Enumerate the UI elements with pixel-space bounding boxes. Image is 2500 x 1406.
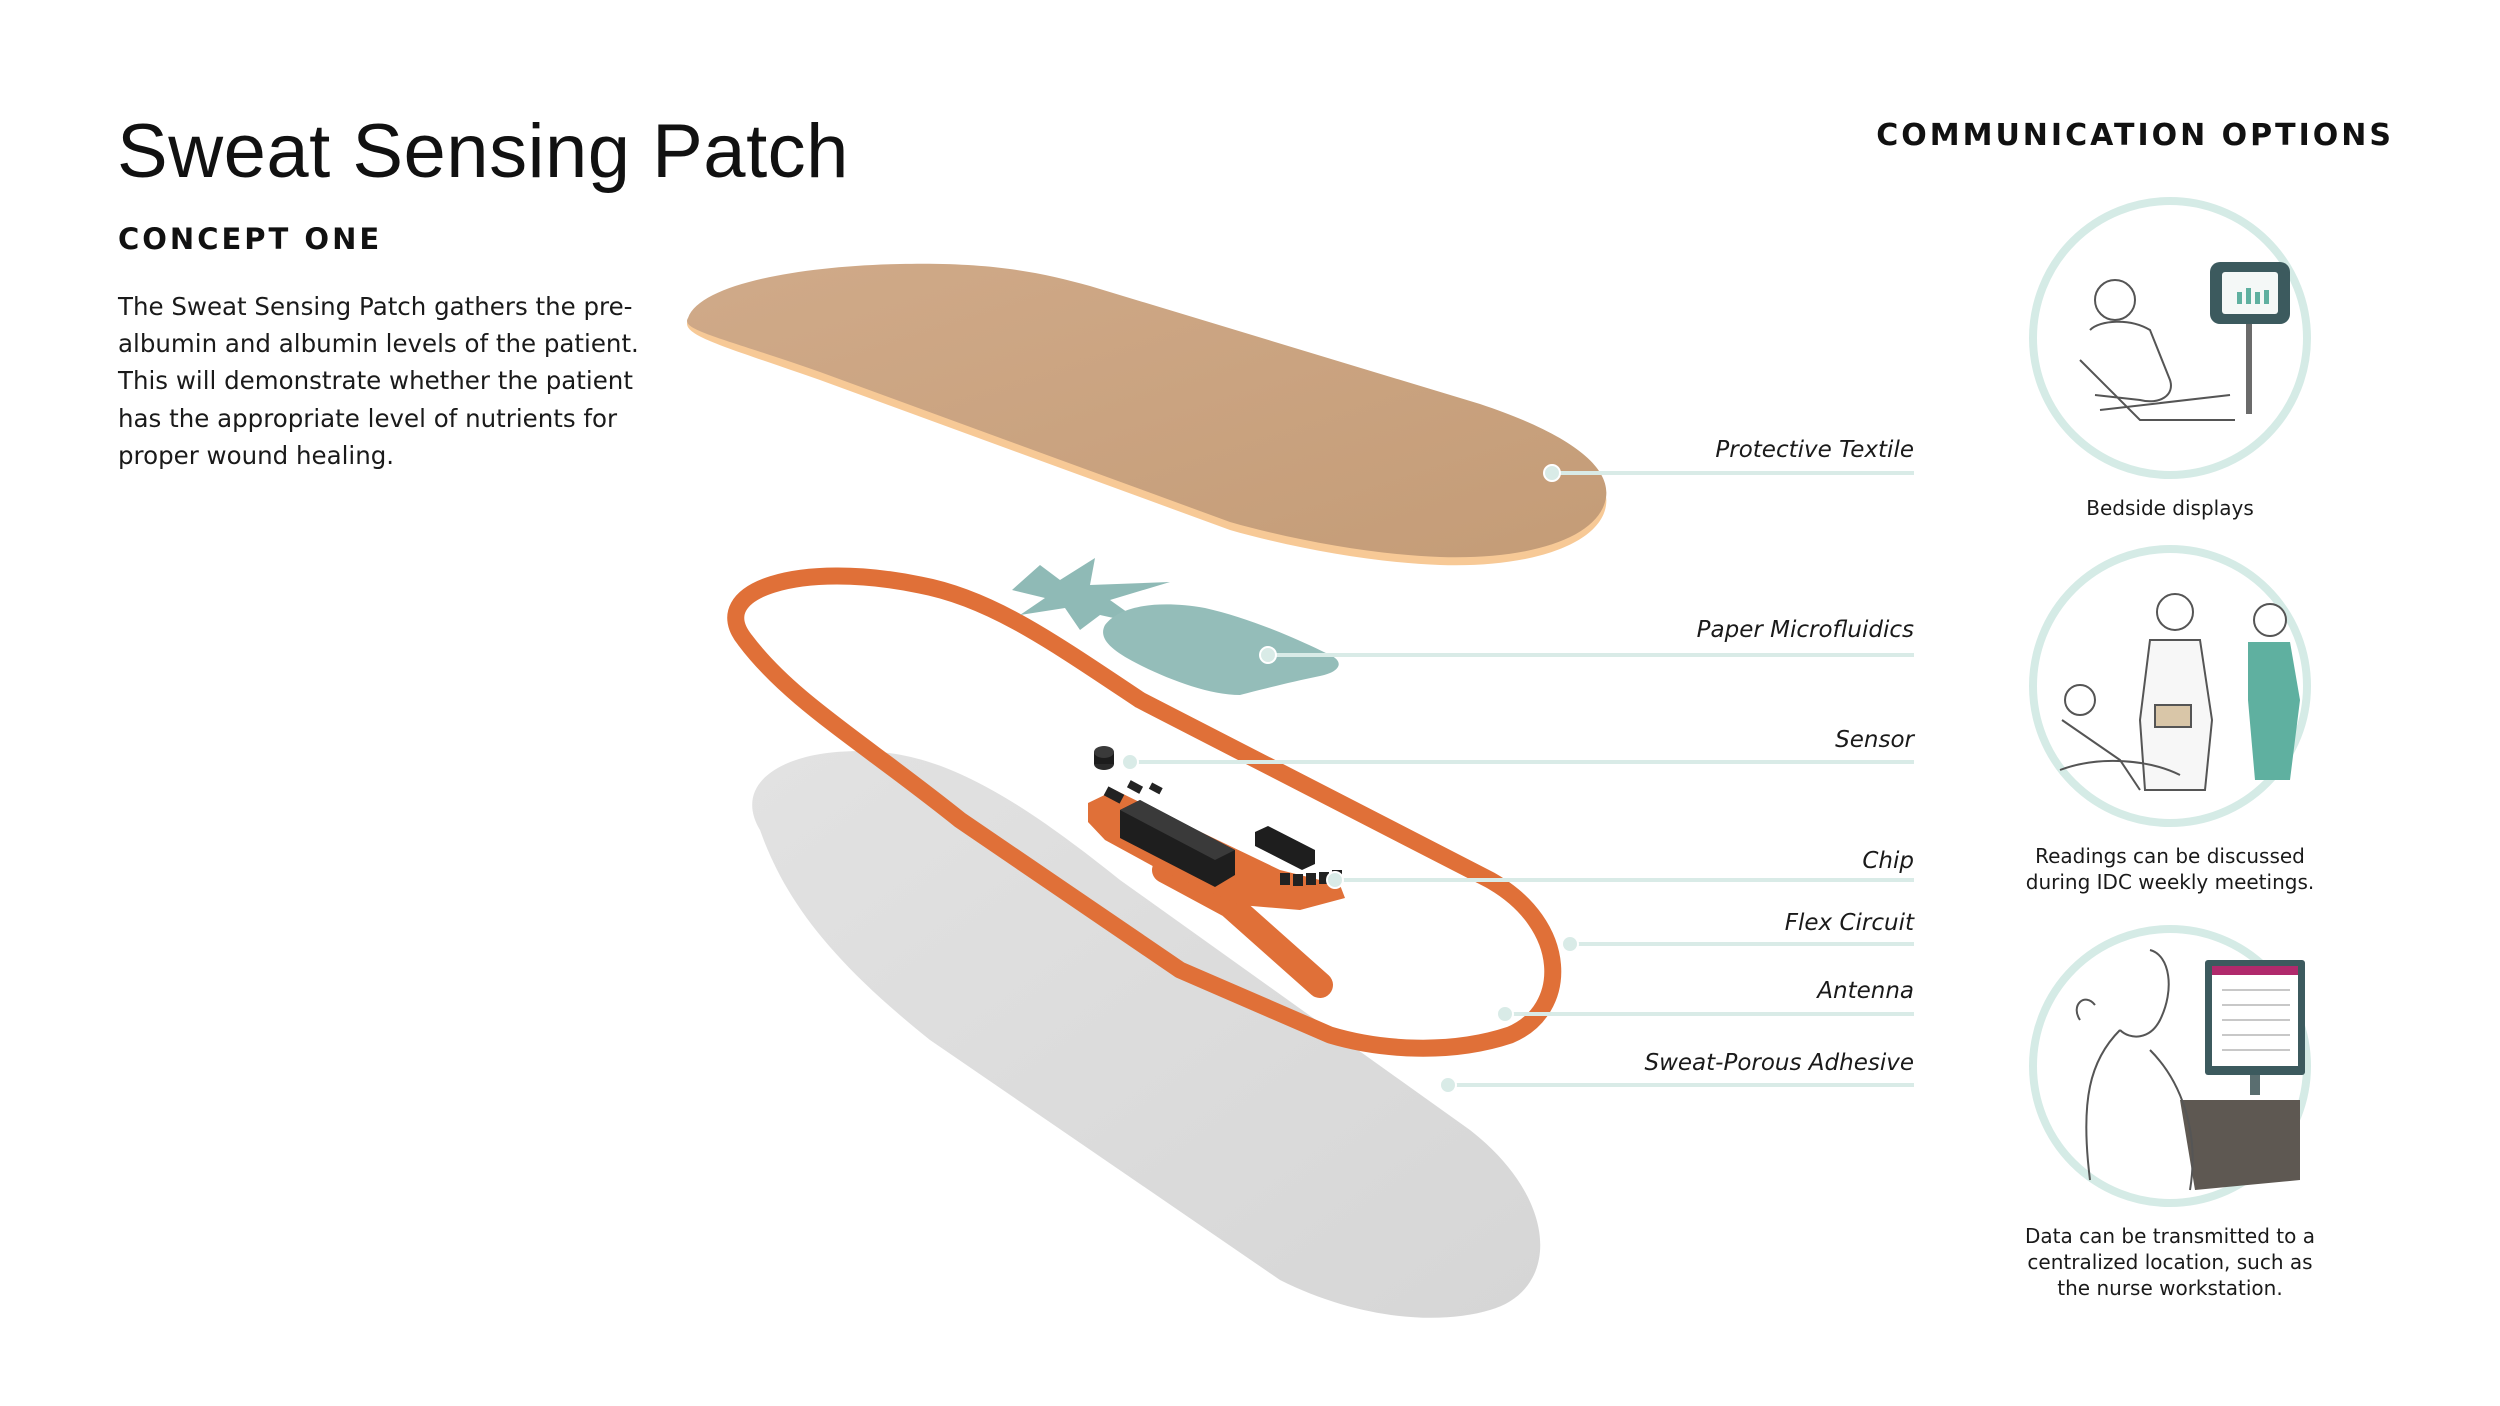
- caption-nurse-workstation: Data can be transmitted to a centralized…: [1990, 1223, 2350, 1301]
- paper-microfluidics: [1012, 558, 1339, 695]
- caption-line: during IDC weekly meetings.: [2025, 870, 2315, 894]
- communication-options-heading: COMMUNICATION OPTIONS: [1876, 118, 2394, 153]
- caption-line: Bedside displays: [2086, 496, 2254, 520]
- nurse-at-workstation-icon: [2075, 949, 2194, 1191]
- caption-bedside-displays: Bedside displays: [1990, 495, 2350, 521]
- description: The Sweat Sensing Patch gathers the pre-…: [118, 288, 658, 474]
- leader-dots: [1121, 464, 1579, 1094]
- caption-line: Readings can be discussed: [2035, 844, 2305, 868]
- chip-components: [1094, 746, 1342, 887]
- leader-lines: [1130, 471, 1914, 1087]
- bedside-monitor-icon: [2210, 262, 2290, 414]
- label-chip: Chip: [1862, 848, 1914, 874]
- caption-line: centralized location, such as: [2027, 1250, 2313, 1274]
- patient-icon: [2059, 684, 2181, 791]
- meeting-illustration: [2029, 545, 2311, 827]
- desk-icon: [2180, 1100, 2300, 1190]
- description-line: The Sweat Sensing Patch gathers the pre-: [118, 292, 633, 321]
- patient-in-bed-icon: [2079, 279, 2235, 421]
- protective-textile: [687, 263, 1607, 566]
- bedside-display-illustration: [2029, 197, 2311, 479]
- computer-monitor-icon: [2205, 960, 2305, 1095]
- label-paper-microfluidics: Paper Microfluidics: [1696, 617, 1914, 643]
- label-protective-textile: Protective Textile: [1715, 437, 1914, 463]
- adhesive-layer: [752, 751, 1541, 1318]
- page-title: Sweat Sensing Patch: [117, 109, 849, 194]
- label-antenna: Antenna: [1817, 978, 1914, 1004]
- label-flex-circuit: Flex Circuit: [1784, 910, 1914, 936]
- description-line: This will demonstrate whether the patien…: [118, 366, 633, 396]
- caption-line: the nurse workstation.: [2057, 1276, 2283, 1300]
- caption-line: Data can be transmitted to a: [2025, 1224, 2315, 1248]
- description-line: albumin and albumin levels of the patien…: [118, 329, 639, 359]
- nurse-icon: [2248, 603, 2300, 780]
- label-sweat-porous-adhesive: Sweat-Porous Adhesive: [1644, 1050, 1914, 1076]
- label-sensor: Sensor: [1835, 727, 1914, 753]
- concept-subtitle: CONCEPT ONE: [118, 222, 383, 256]
- caption-idc-meetings: Readings can be discussed during IDC wee…: [1990, 843, 2350, 895]
- description-line: proper wound healing.: [118, 440, 395, 470]
- doctor-icon: [2138, 593, 2214, 791]
- workstation-illustration: [2029, 925, 2311, 1207]
- description-line: has the appropriate level of nutrients f…: [118, 403, 618, 433]
